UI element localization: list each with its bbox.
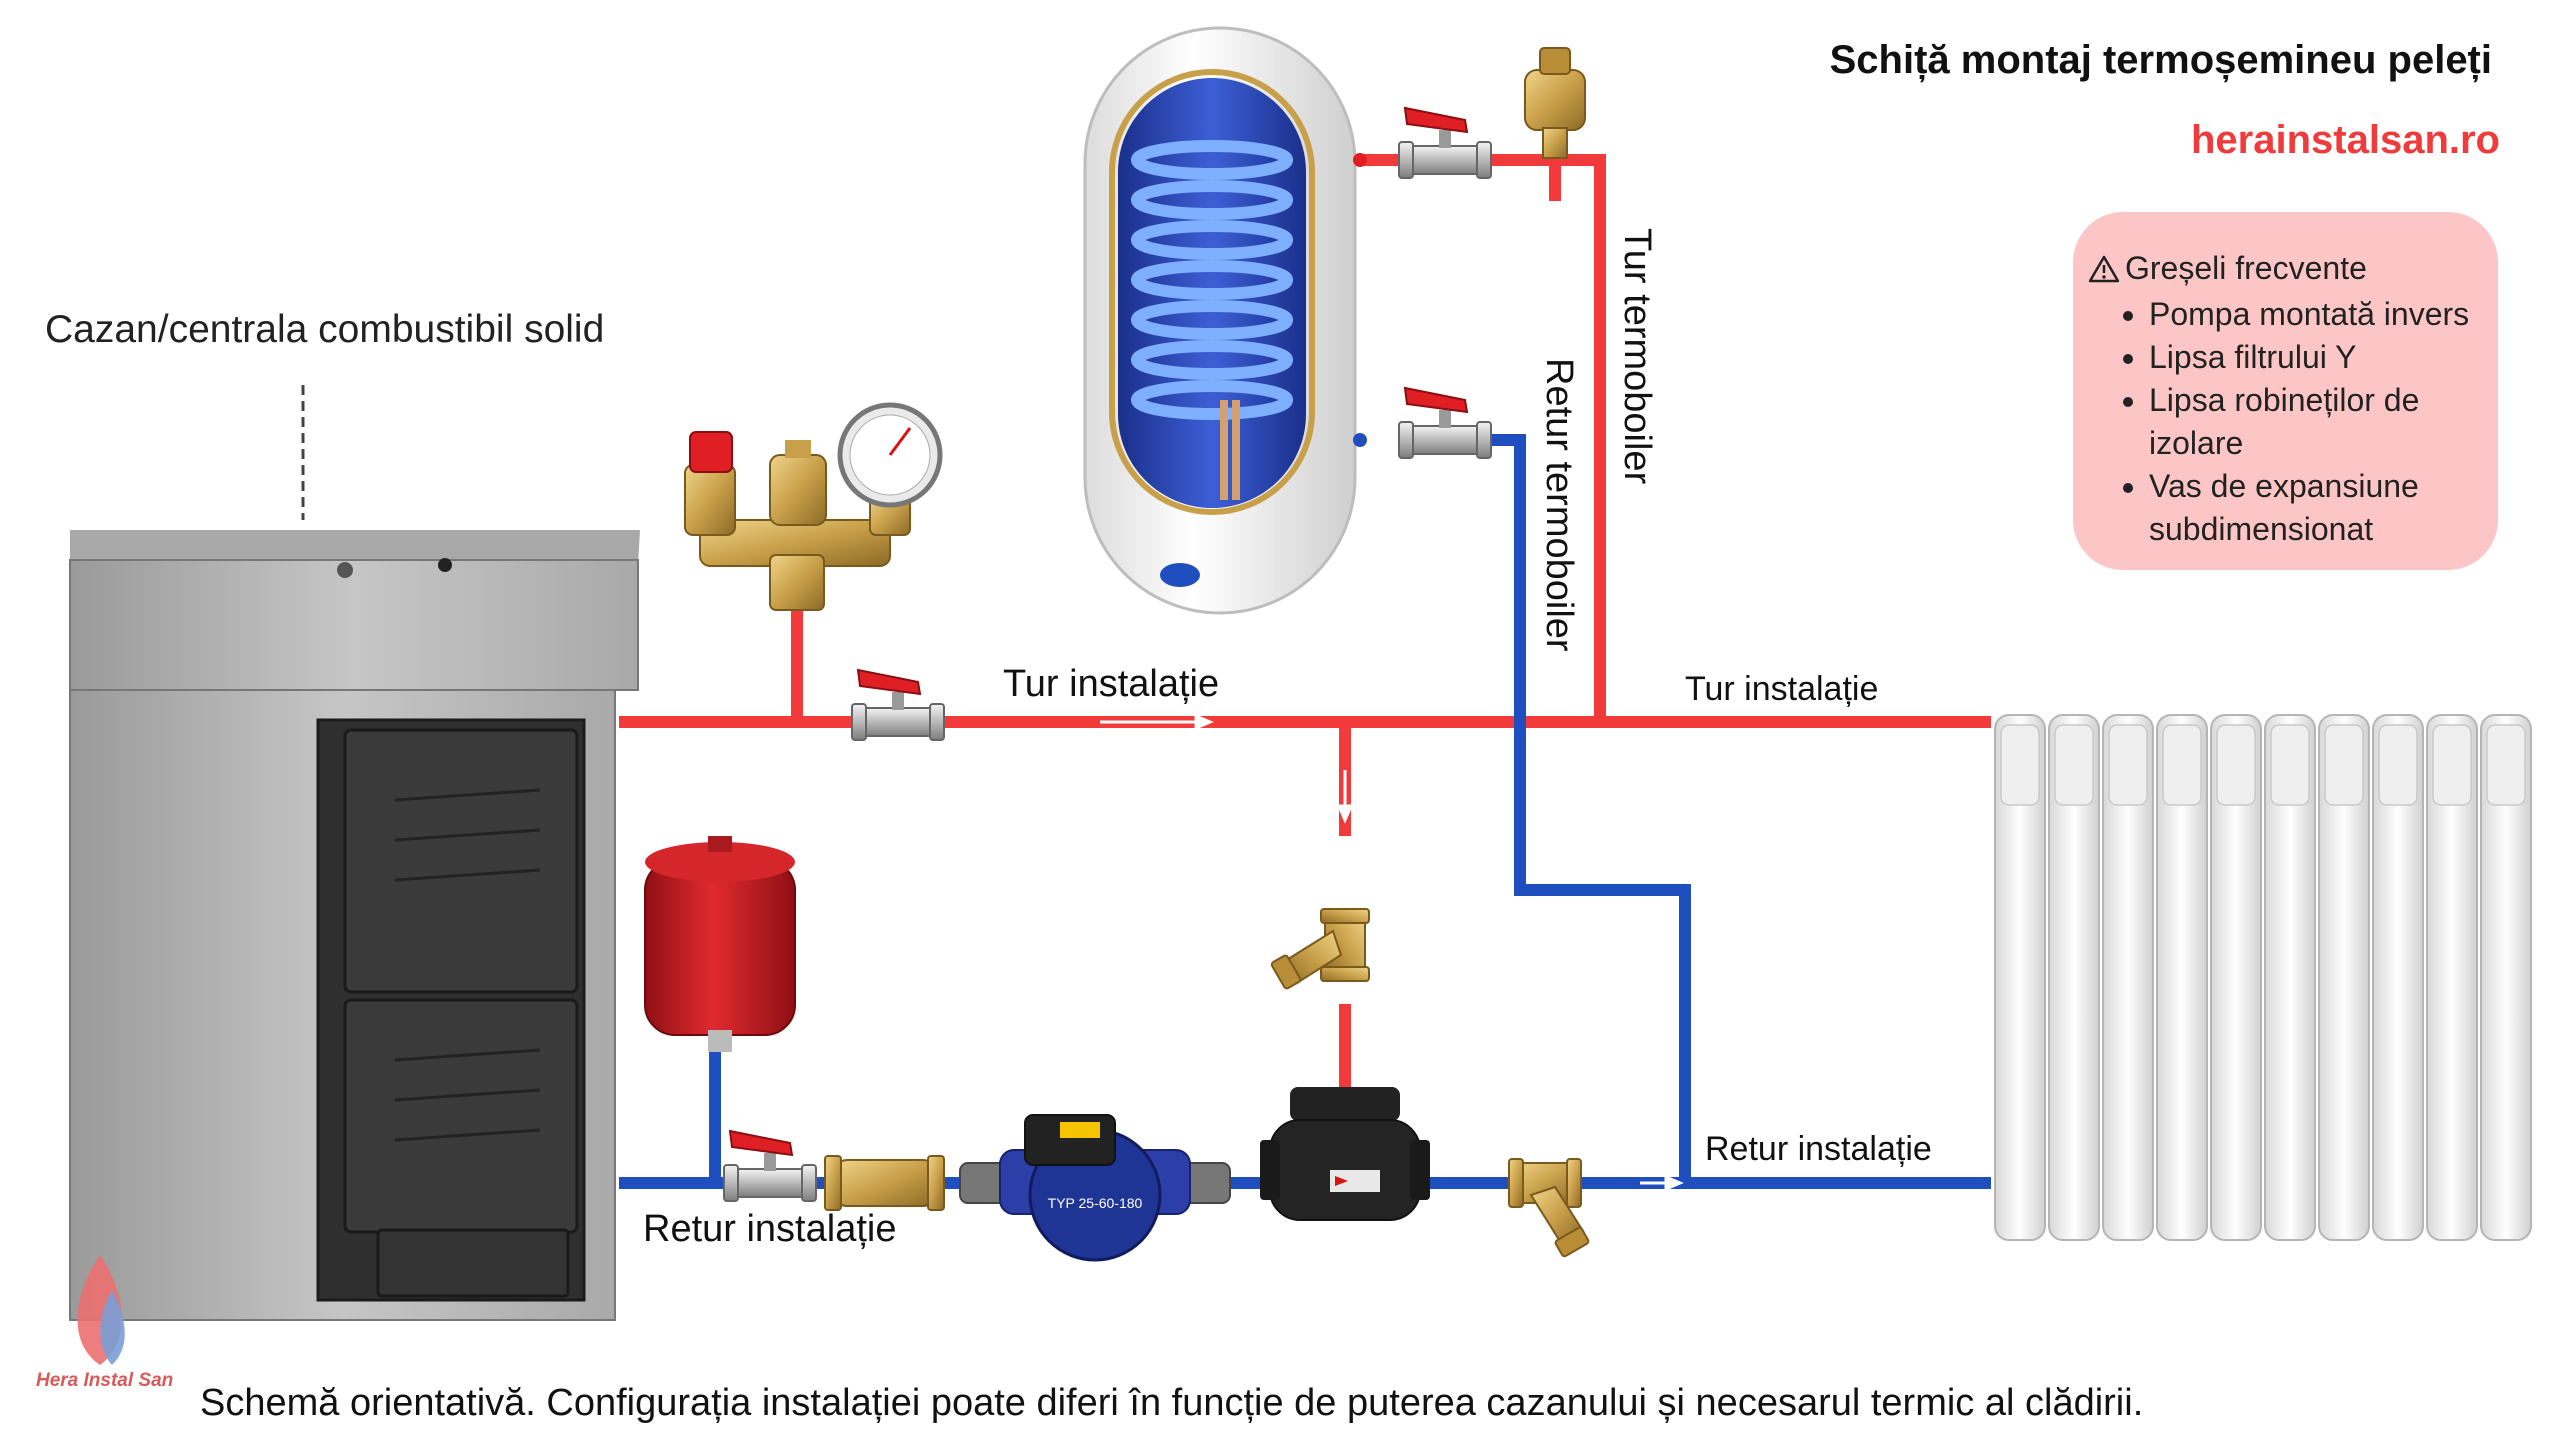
radiator-section — [2264, 714, 2316, 1241]
radiator-section-top — [2054, 724, 2094, 806]
flow-arrows — [1100, 713, 1684, 1192]
radiator-section-top — [2270, 724, 2310, 806]
mistakes-list: Pompa montată invers Lipsa filtrului Y L… — [2089, 293, 2498, 551]
list-item: Pompa montată invers — [2149, 293, 2498, 336]
list-item: Lipsa filtrului Y — [2149, 336, 2498, 379]
pump-label: TYP 25-60-180 — [1048, 1195, 1143, 1211]
radiator-section-top — [2108, 724, 2148, 806]
radiator-section-top — [2486, 724, 2526, 806]
radiator-section — [2480, 714, 2532, 1241]
page-title: Schiță montaj termoșemineu peleți — [1829, 38, 2492, 82]
y-filter-supply-icon — [1269, 908, 1370, 991]
list-item: Lipsa robineților de izolare — [2149, 379, 2498, 465]
label-tur-instalatie-left: Tur instalație — [1003, 663, 1220, 705]
check-valve-icon — [824, 1155, 945, 1211]
circulation-pump-icon: TYP 25-60-180 — [959, 1114, 1231, 1262]
website-link[interactable]: herainstalsan.ro — [2190, 118, 2500, 162]
radiator-section-top — [2324, 724, 2364, 806]
radiator — [1994, 714, 2532, 1241]
safety-group — [684, 402, 943, 611]
label-retur-termoboiler: Retur termoboiler — [1538, 358, 1580, 652]
solid-fuel-boiler — [69, 385, 640, 1321]
label-retur-instalatie-right: Retur instalație — [1705, 1130, 1932, 1168]
radiator-section-top — [2378, 724, 2418, 806]
radiator-section — [2156, 714, 2208, 1241]
radiator-section — [1994, 714, 2046, 1241]
tank-supply-ball-valve-icon — [1398, 107, 1492, 179]
mistakes-heading: Greșeli frecvente — [2125, 250, 2367, 286]
y-filter-return-icon — [1508, 1158, 1591, 1259]
footer-note: Schemă orientativă. Configurația instala… — [200, 1382, 2144, 1424]
radiator-section — [2210, 714, 2262, 1241]
tank-return-ball-valve-icon — [1398, 387, 1492, 459]
radiator-section-top — [2162, 724, 2202, 806]
boiler-label: Cazan/centrala combustibil solid — [45, 308, 605, 351]
label-retur-instalatie-left: Retur instalație — [643, 1208, 897, 1250]
expansion-vessel — [644, 836, 796, 1052]
common-mistakes-panel: Greșeli frecvente Pompa montată invers L… — [2073, 212, 2498, 570]
supply-ball-valve-icon — [851, 669, 945, 741]
radiator-section — [2048, 714, 2100, 1241]
radiator-section — [2426, 714, 2478, 1241]
radiator-section — [2372, 714, 2424, 1241]
warning-icon — [2089, 255, 2119, 282]
hot-water-tank — [1083, 26, 1367, 615]
air-vent-icon — [1524, 47, 1586, 159]
logo-text: Hera Instal San — [36, 1370, 174, 1391]
list-item: Vas de expansiune subdimensionat — [2149, 465, 2498, 551]
label-tur-termoboiler: Tur termoboiler — [1616, 228, 1658, 485]
radiator-section-top — [2216, 724, 2256, 806]
label-tur-instalatie-right: Tur instalație — [1685, 670, 1879, 708]
return-ball-valve-icon — [723, 1130, 817, 1202]
brand-logo — [77, 1255, 125, 1365]
radiator-section — [2102, 714, 2154, 1241]
radiator-section — [2318, 714, 2370, 1241]
radiator-section-top — [2432, 724, 2472, 806]
three-way-valve-icon — [1260, 1087, 1430, 1221]
radiator-section-top — [2000, 724, 2040, 806]
